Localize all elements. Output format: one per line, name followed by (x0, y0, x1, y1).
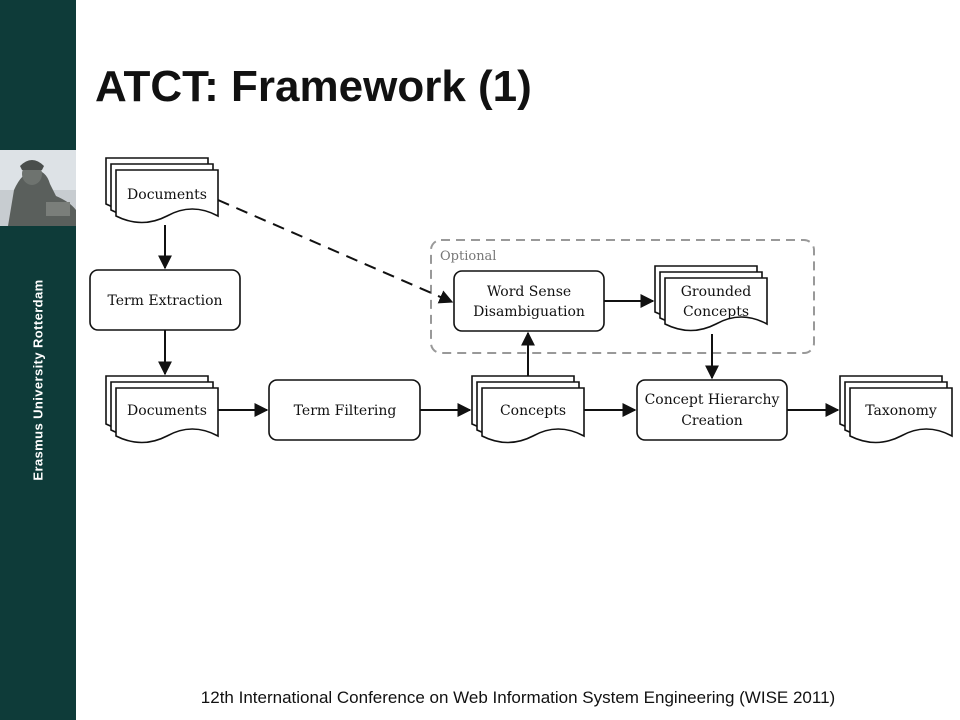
hierarchy-label-line2: Creation (681, 413, 743, 429)
erasmus-portrait-image (0, 150, 76, 226)
term-extraction-node: Term Extraction (89, 269, 241, 331)
concept-hierarchy-creation-node: Concept Hierarchy Creation (636, 379, 788, 441)
grounded-concepts-node: Grounded Concepts (654, 265, 768, 332)
sidebar: Erasmus University Rotterdam (0, 0, 76, 720)
grounded-label-line1: Grounded (681, 284, 752, 300)
word-sense-label-line2: Disambiguation (473, 304, 585, 320)
concepts-node: Concepts (471, 375, 585, 444)
word-sense-disambiguation-node: Word Sense Disambiguation (453, 270, 605, 332)
hierarchy-label-line1: Concept Hierarchy (645, 392, 780, 408)
taxonomy-node: Taxonomy (839, 375, 953, 444)
slide-title: ATCT: Framework (1) (95, 62, 532, 111)
optional-label: Optional (440, 249, 496, 264)
term-filtering-node: Term Filtering (268, 379, 421, 441)
word-sense-label-line1: Word Sense (487, 284, 571, 300)
term-filtering-label: Term Filtering (294, 403, 397, 419)
arrow-documents-to-wsd-dashed (217, 199, 454, 304)
taxonomy-label: Taxonomy (865, 403, 937, 419)
grounded-label-line2: Concepts (683, 304, 749, 320)
documents-terms-node: Documents (105, 375, 219, 444)
term-extraction-label: Term Extraction (107, 293, 222, 309)
documents-input-node: Documents (105, 157, 219, 224)
footer-conference: 12th International Conference on Web Inf… (200, 688, 836, 707)
documents-terms-label: Documents (127, 403, 207, 419)
concepts-label: Concepts (500, 403, 566, 419)
optional-region: Optional (430, 239, 815, 354)
documents-input-label: Documents (127, 187, 207, 203)
diagram-arrows (158, 199, 840, 417)
